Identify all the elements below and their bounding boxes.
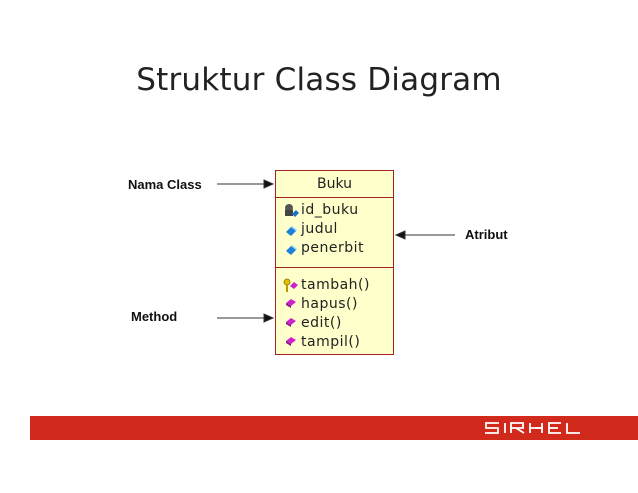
constructor-method-icon — [283, 278, 298, 292]
attribute-icon — [286, 245, 297, 255]
method-row: edit() — [276, 314, 393, 333]
method-text: tambah() — [301, 277, 370, 293]
method-row: hapus() — [276, 295, 393, 314]
method-icon — [286, 337, 296, 346]
attribute-row: id_buku — [276, 201, 393, 220]
attribute-icon — [286, 226, 297, 236]
attribute-text: judul — [301, 221, 338, 237]
class-arrowhead — [263, 179, 275, 189]
attribute-text: penerbit — [301, 240, 365, 256]
uml-class-name: Buku — [276, 171, 393, 198]
method-text: edit() — [301, 315, 342, 331]
page-title: Struktur Class Diagram — [136, 62, 502, 98]
method-icon — [286, 318, 296, 327]
attribute-text: id_buku — [301, 202, 359, 218]
attribute-row: judul — [276, 220, 393, 239]
uml-attributes-section: id_buku judul penerbit — [276, 198, 393, 268]
method-icon — [286, 299, 296, 308]
uml-class-box: Buku id_buku judul penerbit — [275, 170, 394, 355]
method-arrowhead — [263, 313, 275, 323]
key-attribute-icon — [285, 204, 299, 217]
uml-methods-section: tambah() hapus() edit() tampil() — [276, 268, 393, 352]
method-row: tambah() — [276, 276, 393, 295]
attribute-arrowhead — [394, 230, 406, 240]
method-text: hapus() — [301, 296, 358, 312]
attribute-row: penerbit — [276, 239, 393, 258]
attribute-label: Atribut — [465, 227, 508, 242]
method-row: tampil() — [276, 333, 393, 352]
sirkel-logo — [485, 422, 580, 434]
method-text: tampil() — [301, 334, 361, 350]
method-label: Method — [131, 309, 178, 324]
footer-bar — [30, 416, 638, 440]
class-name-label: Nama Class — [128, 177, 202, 192]
